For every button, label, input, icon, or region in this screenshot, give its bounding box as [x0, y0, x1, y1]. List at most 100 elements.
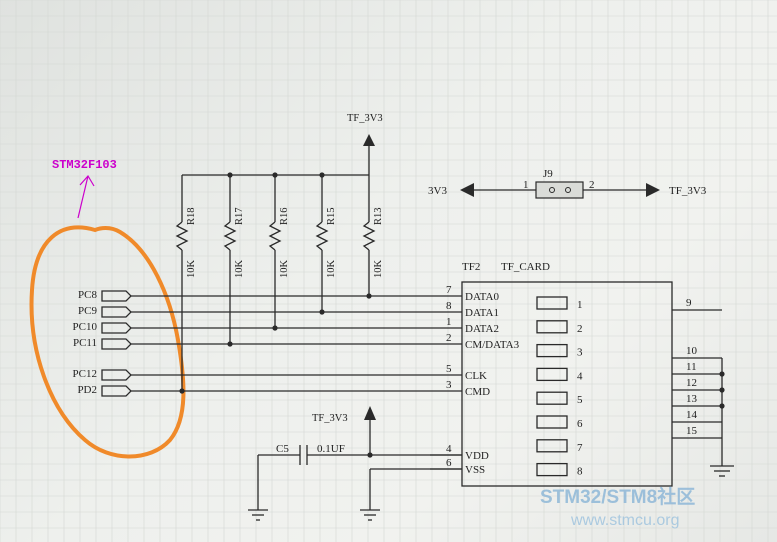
jumper-left-net: 3V3 — [428, 185, 447, 197]
resistor-ref: R16 — [279, 207, 290, 225]
resistor-r16: R16 10K — [268, 172, 290, 331]
annotation-arrow — [77, 174, 95, 219]
jumper-name: J9 — [543, 168, 553, 180]
card-pin-name: DATA1 — [465, 307, 499, 319]
resistor-value: 10K — [279, 260, 290, 279]
card-right-pin-number: 9 — [686, 297, 692, 309]
resistor-r17: R17 10K — [223, 172, 245, 347]
jumper-right-net: TF_3V3 — [669, 185, 707, 197]
card-contact-number: 2 — [577, 323, 583, 335]
junction-dot — [719, 371, 725, 377]
resistor-r13: R13 10K — [362, 175, 384, 299]
mcu-pin-pc10: PC10 — [73, 321, 462, 334]
card-pin-name: CMD — [465, 386, 490, 398]
card-pin-number: 7 — [446, 284, 452, 296]
junction-dot — [719, 387, 725, 393]
resistor-ref: R17 — [234, 207, 245, 225]
junction-dot — [319, 172, 325, 178]
card-right-pin-number: 10 — [686, 345, 698, 357]
card-contact-1: 1 — [536, 296, 583, 311]
highlight-circle — [29, 225, 186, 459]
card-pin-name: CLK — [465, 370, 487, 382]
card-contact-2: 2 — [536, 320, 583, 335]
jumper-pin1: 1 — [523, 179, 529, 191]
power-label-top: TF_3V3 — [347, 113, 383, 124]
watermark-title: STM32/STM8社区 — [540, 485, 695, 508]
card-right-pin-11: 11 — [672, 361, 722, 375]
card-contact-number: 7 — [577, 442, 583, 454]
card-contact-6: 6 — [536, 415, 583, 430]
card-contact-number: 1 — [577, 299, 583, 311]
mcu-pin-label: PC8 — [78, 289, 97, 301]
card-right-pin-10: 10 — [672, 345, 722, 359]
mcu-pin-label: PC12 — [73, 368, 97, 380]
resistor-value: 10K — [373, 260, 384, 279]
card-right-pin-number: 14 — [686, 409, 698, 421]
mcu-pin-label: PC9 — [78, 305, 97, 317]
card-contact-number: 4 — [577, 370, 583, 382]
card-contact-number: 8 — [577, 466, 583, 478]
card-pin-name: VDD — [465, 450, 489, 462]
jumper-j9 — [460, 181, 660, 199]
tf-card-name: TF_CARD — [501, 261, 550, 273]
card-contact-number: 3 — [577, 347, 583, 359]
power-arrow-vdd — [364, 406, 376, 455]
card-pin-number: 4 — [446, 443, 452, 455]
capacitor-value: 0.1UF — [317, 443, 345, 455]
card-pin-number: 5 — [446, 363, 452, 375]
junction-dot — [719, 403, 725, 409]
mcu-pin-pd2: PD2 — [77, 384, 462, 397]
card-pin-number: 2 — [446, 332, 452, 344]
card-contact-number: 5 — [577, 394, 583, 406]
mcu-pin-label: PD2 — [77, 384, 97, 396]
card-right-pin-14: 14 — [672, 409, 722, 423]
card-contact-3: 3 — [536, 343, 583, 359]
resistor-r15: R15 10K — [315, 172, 337, 315]
card-shield-ground — [710, 358, 734, 477]
card-contact-4: 4 — [536, 367, 583, 382]
card-pin-number: 6 — [446, 457, 452, 469]
mcu-pin-pc11: PC11 — [73, 337, 462, 350]
card-pin-name: VSS — [465, 464, 485, 476]
card-pin-number: 3 — [446, 379, 452, 391]
mcu-pin-label: PC11 — [73, 337, 97, 349]
tf-card-ref: TF2 — [462, 261, 480, 273]
card-contact-5: 5 — [536, 391, 583, 406]
mcu-pin-label: PC10 — [73, 321, 98, 333]
junction-dot — [227, 172, 233, 178]
resistor-ref: R15 — [326, 207, 337, 225]
card-pin-name: DATA0 — [465, 291, 499, 303]
tf-card-body — [461, 281, 673, 487]
card-right-pin-13: 13 — [672, 393, 722, 407]
decoupling-capacitor — [248, 445, 462, 521]
vss-ground — [360, 468, 462, 521]
card-pin-number: 1 — [446, 316, 452, 328]
capacitor-ref: C5 — [276, 443, 289, 455]
jumper-pin2: 2 — [589, 179, 595, 191]
power-label-vdd: TF_3V3 — [312, 413, 348, 424]
card-pin-name: DATA2 — [465, 323, 499, 335]
power-arrow-top — [363, 134, 375, 175]
card-right-pin-number: 12 — [686, 377, 697, 389]
resistor-ref: R18 — [186, 207, 197, 225]
card-right-pin-number: 11 — [686, 361, 697, 373]
resistor-ref: R13 — [373, 207, 384, 225]
card-pin-number: 8 — [446, 300, 452, 312]
resistor-value: 10K — [326, 260, 337, 279]
card-right-pin-number: 15 — [686, 425, 698, 437]
mcu-pin-pc8: PC8 — [78, 289, 462, 302]
card-right-pin-9: 9 — [672, 297, 722, 311]
card-pin-name: CM/DATA3 — [465, 339, 520, 351]
card-right-pin-12: 12 — [672, 377, 722, 391]
junction-dot — [272, 172, 278, 178]
card-contact-8: 8 — [536, 462, 583, 478]
resistor-value: 10K — [234, 260, 245, 279]
